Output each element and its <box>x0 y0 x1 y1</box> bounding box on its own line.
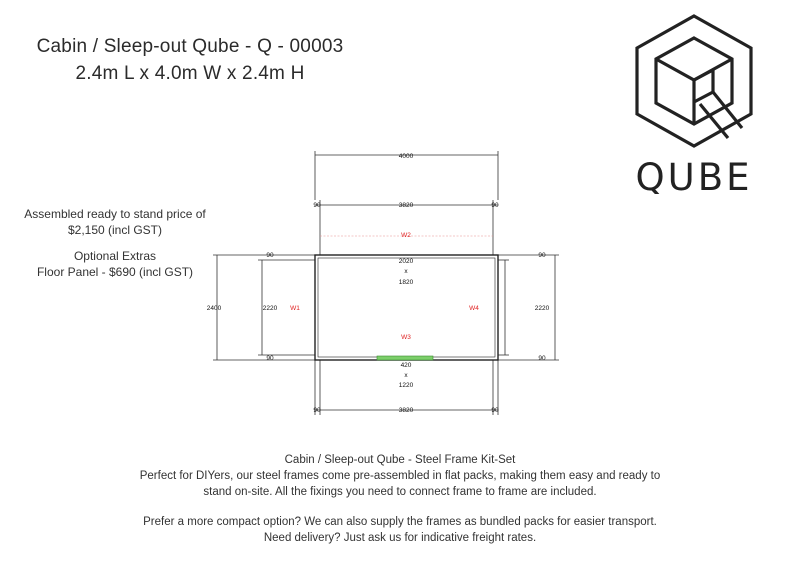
assembled-price-label: Assembled ready to stand price of <box>24 207 206 221</box>
description-line-2: stand on-site. All the fixings you need … <box>203 486 597 498</box>
left-post-bottom-label: 90 <box>313 407 321 414</box>
optional-extras-heading: Optional Extras <box>73 249 157 263</box>
right-post-top-label: 90 <box>491 202 499 209</box>
door-height-label: 1220 <box>399 382 414 389</box>
window-width-label: 2020 <box>399 258 414 265</box>
pricing-block: Assembled ready to stand price of $2,150… <box>0 206 230 280</box>
wall-w4-label: W4 <box>469 305 479 312</box>
right-post-upper-label: 90 <box>538 252 546 259</box>
wall-w3-label: W3 <box>401 334 411 341</box>
description-line-4: Need delivery? Just ask us for indicativ… <box>263 532 537 544</box>
overall-depth-label: 2400 <box>207 305 222 312</box>
title-line-dimensions: 2.4m L x 4.0m W x 2.4m H <box>75 63 305 84</box>
bottom-wall-span-label: 3820 <box>399 407 414 414</box>
left-post-lower-label: 90 <box>266 355 274 362</box>
description-line-1: Perfect for DIYers, our steel frames com… <box>139 470 661 482</box>
product-description: Cabin / Sleep-out Qube - Steel Frame Kit… <box>0 452 800 546</box>
overall-width-label: 4000 <box>399 153 414 160</box>
floor-panel-price: Floor Panel - $690 (incl GST) <box>36 265 194 279</box>
title-line-model: Cabin / Sleep-out Qube - Q - 00003 <box>36 36 344 57</box>
door-opening <box>376 355 434 361</box>
description-heading: Cabin / Sleep-out Qube - Steel Frame Kit… <box>284 454 516 466</box>
right-post-bottom-label: 90 <box>491 407 499 414</box>
page-title: Cabin / Sleep-out Qube - Q - 00003 2.4m … <box>0 33 380 87</box>
left-wall-span-label: 2220 <box>263 305 278 312</box>
door-times-label: x <box>404 372 408 379</box>
wall-w1-label: W1 <box>290 305 300 312</box>
top-wall-span-label: 3820 <box>399 202 414 209</box>
right-wall-span-label: 2220 <box>535 305 550 312</box>
qube-wordmark: QUBE <box>636 156 753 194</box>
right-post-lower-label: 90 <box>538 355 546 362</box>
window-times-label: x <box>404 268 408 275</box>
wall-w2-label: W2 <box>401 232 411 239</box>
assembled-price-value: $2,150 (incl GST) <box>67 223 163 237</box>
left-post-top-label: 90 <box>313 202 321 209</box>
description-line-3: Prefer a more compact option? We can als… <box>143 516 657 528</box>
qube-logo: QUBE <box>635 14 753 194</box>
door-width-label: 420 <box>401 362 412 369</box>
qube-hexagon-cube-icon <box>635 14 753 148</box>
left-post-upper-label: 90 <box>266 252 274 259</box>
window-height-label: 1820 <box>399 279 414 286</box>
